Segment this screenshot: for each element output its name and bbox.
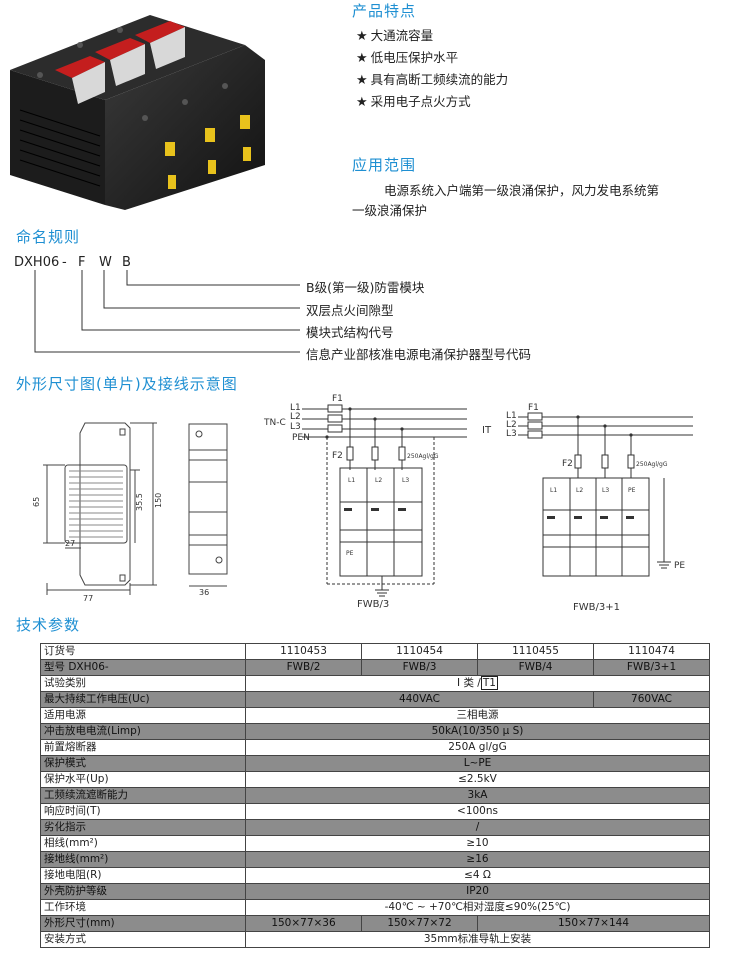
diag2-f2: F2 bbox=[562, 459, 573, 469]
diag1-pen: PEN bbox=[292, 433, 310, 443]
diag2-m1: L1 bbox=[550, 487, 557, 494]
star-icon: ★ bbox=[356, 95, 368, 110]
table-row: 接地电阻(R) ≤4 Ω bbox=[40, 867, 710, 884]
diag1-fuse: 250Agl/gG bbox=[407, 453, 439, 460]
dim-77: 77 bbox=[83, 594, 93, 603]
diag2-m2: L2 bbox=[576, 487, 583, 494]
naming-title: 命名规则 bbox=[16, 228, 81, 246]
model-code-f: F bbox=[78, 255, 86, 270]
table-row: 外形尺寸(mm) 150×77×36 150×77×72 150×77×144 bbox=[40, 915, 710, 932]
dim-35-5: 35.5 bbox=[135, 493, 144, 511]
table-row: 相线(mm²) ≥10 bbox=[40, 835, 710, 852]
wiring-diagram-fwb3: F1 TN-C L1 L2 L3 PEN F2 250Agl/gG L1 L2 … bbox=[263, 394, 467, 610]
table-row: 响应时间(T) <100ns bbox=[40, 803, 710, 820]
star-icon: ★ bbox=[356, 73, 368, 88]
spec-table: 订货号 1110453 1110454 1110455 1110474 型号 D… bbox=[40, 643, 710, 948]
naming-item-base: 信息产业部核准电源电涌保护器型号代码 bbox=[306, 347, 532, 362]
feature-item: ★具有高断工频续流的能力 bbox=[356, 72, 509, 88]
diag1-l2: L2 bbox=[290, 412, 301, 422]
table-row: 冲击放电电流(Limp) 50kA(10/350 μ S) bbox=[40, 723, 710, 740]
diag2-l2: L2 bbox=[506, 420, 517, 430]
diag1-caption: FWB/3 bbox=[357, 599, 389, 610]
table-row: 试验类别 Ⅰ 类 /T1 bbox=[40, 675, 710, 692]
diag1-system: TN-C bbox=[263, 418, 286, 428]
table-row: 保护水平(Up) ≤2.5kV bbox=[40, 771, 710, 788]
table-row: 适用电源 三相电源 bbox=[40, 707, 710, 724]
dim-36: 36 bbox=[199, 588, 209, 597]
table-row: 工作环境 -40℃ ~ +70℃相对湿度≤90%(25℃) bbox=[40, 899, 710, 916]
model-code-b: B bbox=[122, 255, 131, 270]
diag1-l1: L1 bbox=[290, 403, 301, 413]
diag1-m2: L2 bbox=[375, 477, 382, 484]
diag2-m4: PE bbox=[628, 487, 636, 494]
diag1-f1: F1 bbox=[332, 394, 343, 404]
diag1-m1: L1 bbox=[348, 477, 355, 484]
diag2-f1: F1 bbox=[528, 403, 539, 413]
dim-27: 27 bbox=[65, 539, 75, 548]
star-icon: ★ bbox=[356, 51, 368, 66]
diag2-l1: L1 bbox=[506, 411, 517, 421]
features-title: 产品特点 bbox=[352, 2, 417, 20]
model-code-base: DXH06 bbox=[14, 255, 60, 270]
naming-leader-lines bbox=[34, 270, 300, 353]
feature-item: ★大通流容量 bbox=[356, 28, 434, 44]
table-row: 接地线(mm²) ≥16 bbox=[40, 851, 710, 868]
diag1-f2: F2 bbox=[332, 451, 343, 461]
table-row: 最大持续工作电压(Uc) 440VAC 760VAC bbox=[40, 691, 710, 708]
feature-item: ★低电压保护水平 bbox=[356, 50, 459, 66]
naming-item-f: 模块式结构代号 bbox=[306, 325, 394, 340]
dim-65: 65 bbox=[32, 497, 41, 507]
front-view-drawing: 36 bbox=[188, 423, 228, 597]
table-row: 保护模式 L~PE bbox=[40, 755, 710, 772]
application-line1: 电源系统入户端第一级浪涌保护，风力发电系统第 bbox=[384, 183, 660, 198]
model-code-w: W bbox=[99, 255, 112, 270]
diag2-fuse: 250Agl/gG bbox=[636, 461, 668, 468]
star-icon: ★ bbox=[356, 29, 368, 44]
table-row: 安装方式 35mm标准导轨上安装 bbox=[40, 931, 710, 948]
table-row: 劣化指示 / bbox=[40, 819, 710, 836]
diag1-m3: L3 bbox=[402, 477, 409, 484]
dimension-drawing: 65 35.5 150 27 77 bbox=[32, 422, 163, 603]
spec-title: 技术参数 bbox=[16, 616, 81, 634]
model-code-dash: - bbox=[62, 255, 67, 270]
diag1-pe: PE bbox=[346, 550, 354, 557]
diag1-l3: L3 bbox=[290, 422, 301, 432]
wiring-diagram-fwb3-1: F1 IT L1 L2 L3 F2 250Agl/gG L1 L2 L3 PE … bbox=[482, 403, 693, 613]
product-photo bbox=[10, 15, 265, 210]
diag2-caption: FWB/3+1 bbox=[573, 602, 620, 613]
naming-item-b: B级(第一级)防雷模块 bbox=[306, 280, 425, 295]
table-row: 前置熔断器 250A gl/gG bbox=[40, 739, 710, 756]
naming-item-w: 双层点火间隙型 bbox=[306, 303, 394, 318]
diag2-system: IT bbox=[482, 425, 492, 436]
drawing-title: 外形尺寸图(单片)及接线示意图 bbox=[16, 375, 238, 393]
dim-150: 150 bbox=[154, 493, 163, 508]
application-title: 应用范围 bbox=[352, 156, 417, 174]
table-row: 外壳防护等级 IP20 bbox=[40, 883, 710, 900]
table-row: 工频续流遮断能力 3kA bbox=[40, 787, 710, 804]
diag2-pe: PE bbox=[674, 561, 685, 571]
diag2-l3: L3 bbox=[506, 429, 517, 439]
table-row: 型号 DXH06- FWB/2 FWB/3 FWB/4 FWB/3+1 bbox=[40, 659, 710, 676]
table-row: 订货号 1110453 1110454 1110455 1110474 bbox=[40, 643, 710, 660]
diag2-m3: L3 bbox=[602, 487, 609, 494]
feature-item: ★采用电子点火方式 bbox=[356, 94, 471, 110]
application-line2: 一级浪涌保护 bbox=[352, 203, 428, 218]
